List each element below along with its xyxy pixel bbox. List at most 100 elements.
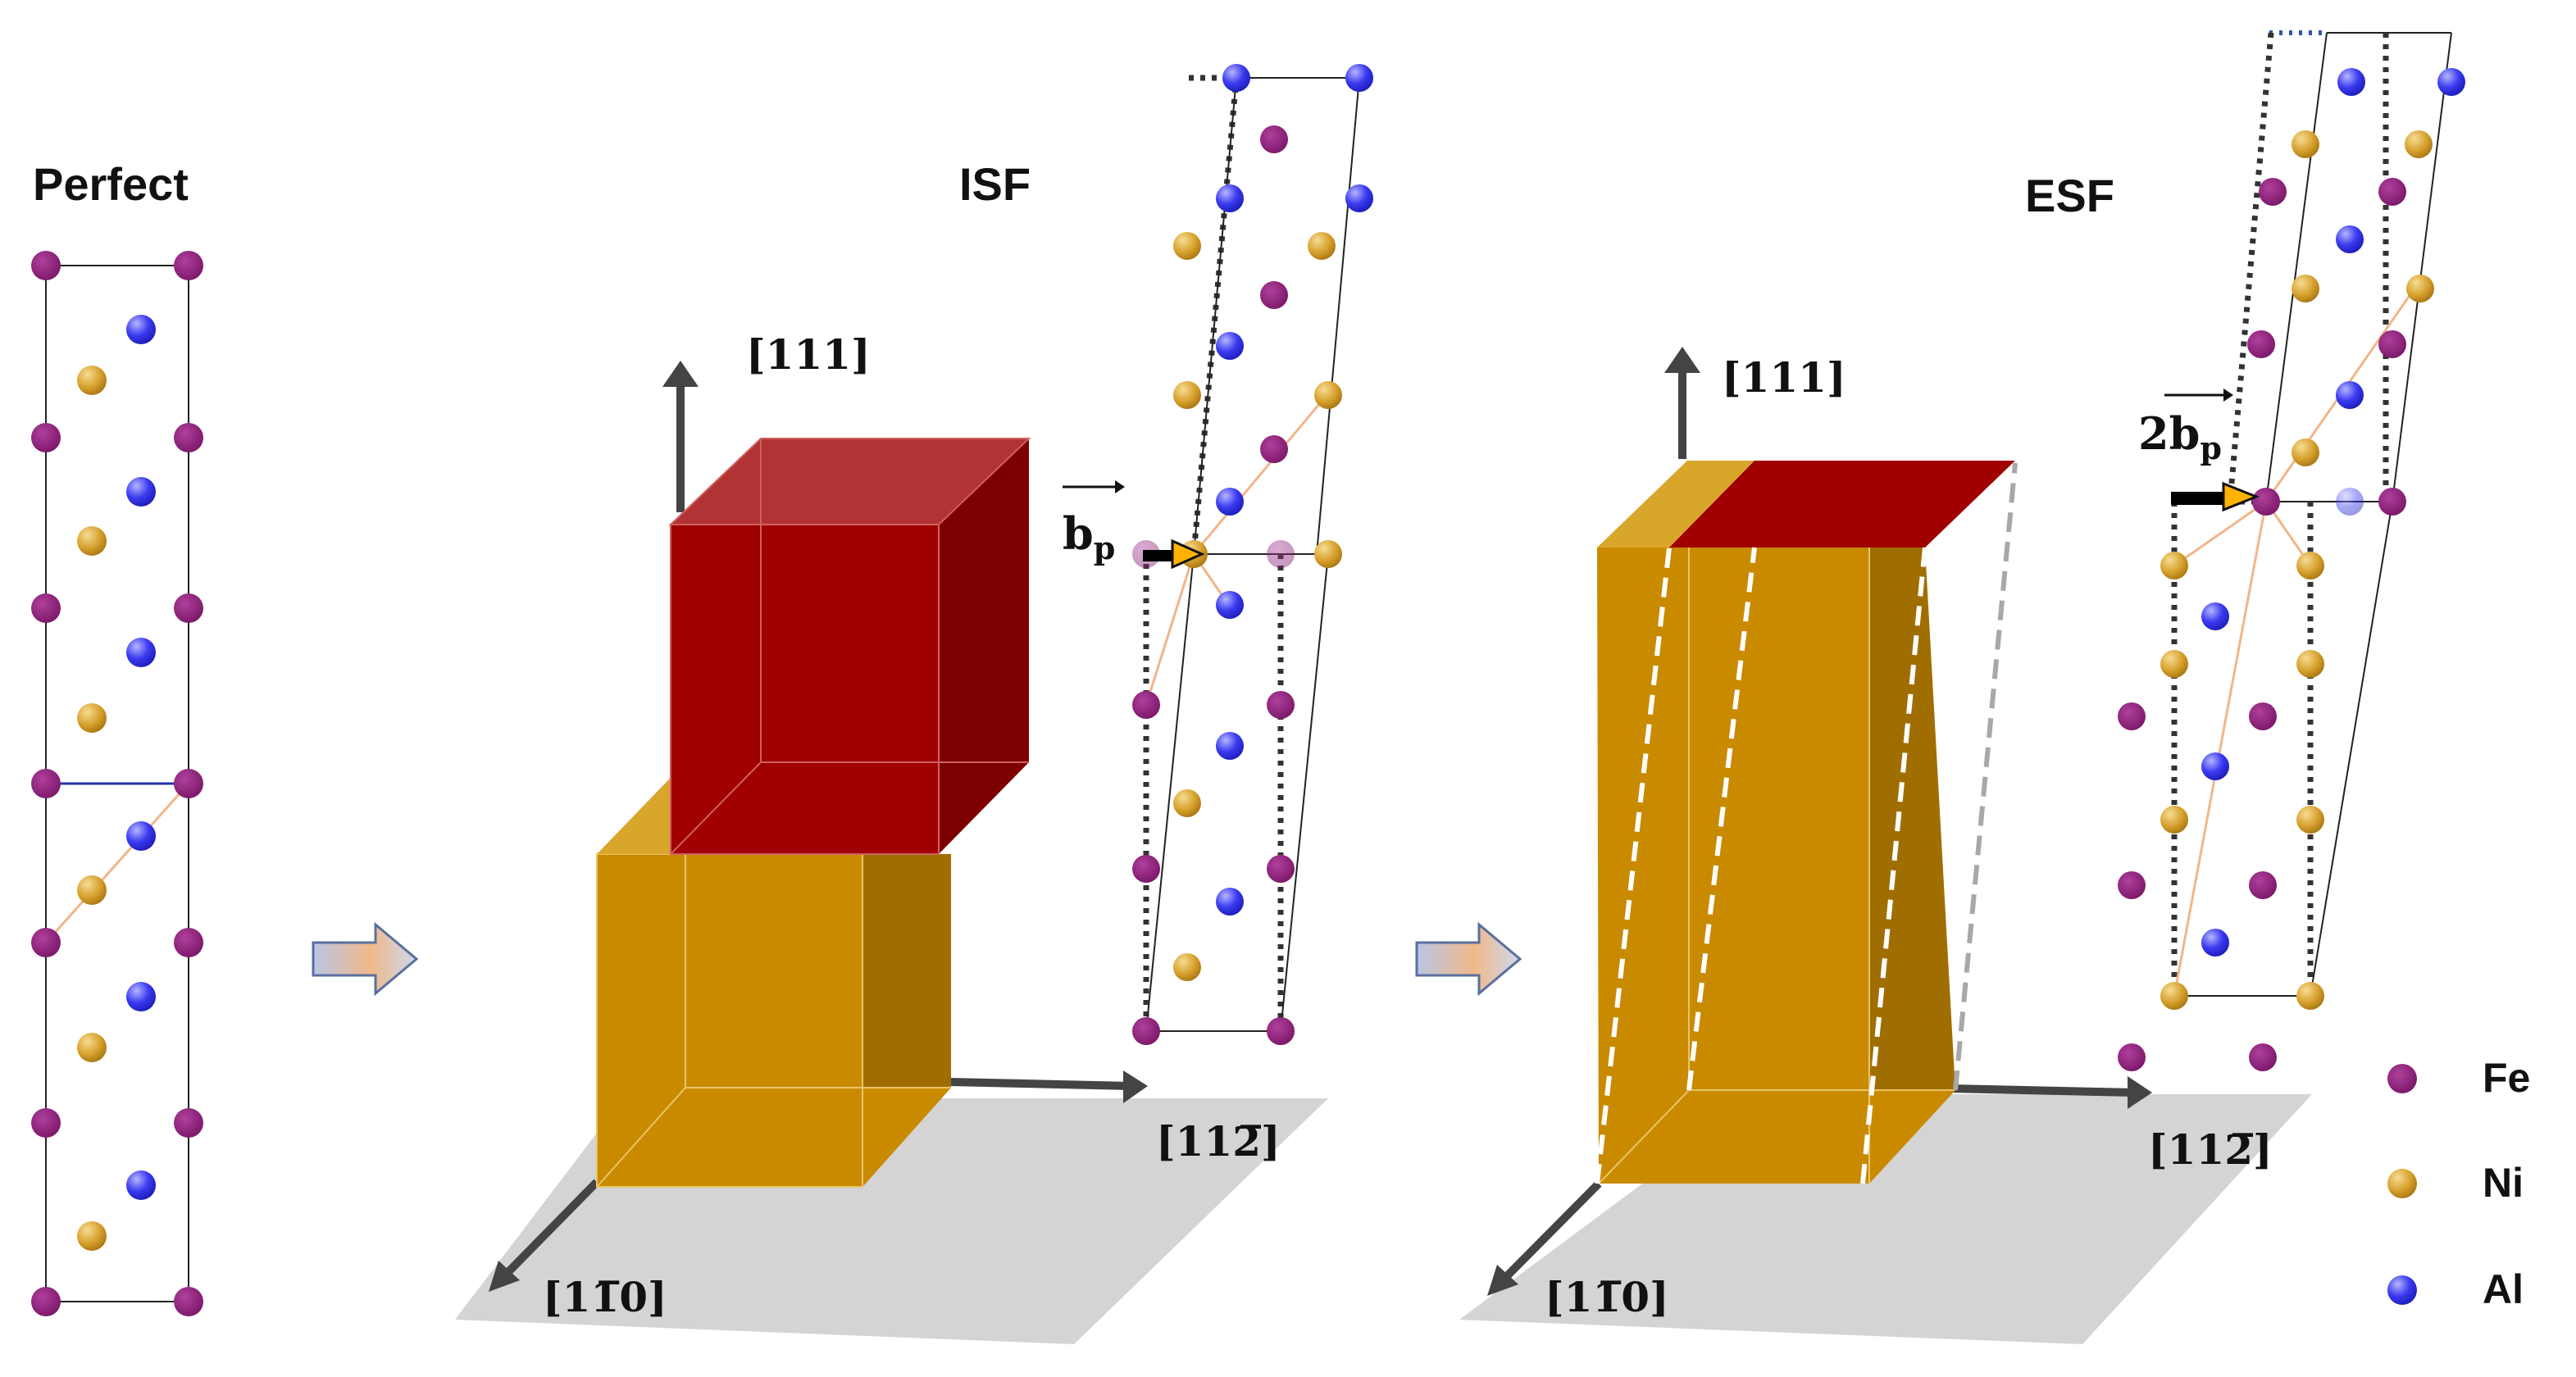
isf-burgers-label: bp	[1063, 480, 1125, 566]
isf-title: ISF	[959, 158, 1031, 210]
atom-fe	[2249, 702, 2277, 730]
atom-al	[2201, 929, 2229, 957]
atom-al	[1345, 184, 1373, 212]
atom-ni	[2160, 650, 2188, 678]
atom-al	[1222, 64, 1250, 92]
atom-al	[2336, 488, 2364, 516]
atom-fe	[174, 1287, 203, 1316]
esf-atoms	[2118, 68, 2465, 1071]
atom-ni	[1173, 232, 1201, 260]
esf-structure	[2118, 30, 2465, 1071]
atom-ni	[1314, 381, 1342, 409]
atom-al	[126, 315, 156, 344]
isf-axis-z-label: [111]	[746, 330, 871, 379]
atom-fe	[174, 593, 203, 623]
atom-fe	[1260, 281, 1288, 309]
atom-fe	[31, 1287, 61, 1316]
atom-al	[1216, 332, 1244, 360]
esf-axis-z-label: [111]	[1722, 353, 1846, 402]
atom-fe	[1260, 125, 1288, 153]
esf-axis-x-label: [112̅]	[2148, 1125, 2273, 1174]
esf-burgers-label: 2bp	[2138, 389, 2233, 466]
legend-fe-marker	[2387, 1064, 2417, 1093]
atom-ni	[1314, 540, 1342, 568]
esf-title: ESF	[2025, 170, 2114, 221]
atom-al	[1216, 732, 1244, 760]
perfect-title: Perfect	[33, 158, 189, 210]
atom-ni	[2296, 650, 2324, 678]
atom-ni	[77, 1221, 107, 1251]
atom-fe	[2378, 488, 2406, 516]
legend-fe-label: Fe	[2483, 1055, 2530, 1101]
legend-al-marker	[2387, 1275, 2417, 1305]
atom-al	[1216, 888, 1244, 916]
isf-axis-x-label: [112̅]	[1156, 1117, 1281, 1166]
legend: Fe Ni Al	[2387, 1055, 2530, 1312]
legend-ni-label: Ni	[2483, 1160, 2524, 1206]
atom-fe	[2259, 178, 2287, 206]
atom-fe	[1267, 855, 1295, 883]
atom-ni	[77, 1033, 107, 1062]
atom-fe	[1267, 540, 1295, 568]
atom-al	[2437, 68, 2465, 96]
atom-fe	[2247, 330, 2275, 358]
atom-fe	[31, 251, 61, 280]
atom-ni	[2160, 552, 2188, 579]
atom-al	[126, 982, 156, 1011]
esf-floor	[1459, 1094, 2312, 1344]
atom-fe	[2252, 488, 2280, 516]
atom-fe	[31, 769, 61, 798]
isf-atoms	[1132, 64, 1373, 1045]
atom-fe	[174, 928, 203, 957]
atom-ni	[2292, 130, 2319, 158]
atom-ni	[77, 703, 107, 733]
atom-fe	[31, 1108, 61, 1138]
atom-fe	[1260, 435, 1288, 463]
atom-fe	[1132, 855, 1160, 883]
atom-fe	[1132, 691, 1160, 719]
perfect-structure	[31, 251, 203, 1316]
atom-ni	[2296, 982, 2324, 1010]
atom-ni	[2292, 275, 2319, 302]
atom-ni	[1173, 953, 1201, 981]
atom-fe	[1267, 691, 1295, 719]
atom-ni	[2292, 439, 2319, 466]
atom-al	[126, 821, 156, 851]
atom-fe	[1267, 1017, 1295, 1045]
atom-fe	[174, 423, 203, 452]
atom-ni	[77, 526, 107, 556]
esf-block-diagram: [111] [112̅] [11̅0]	[1459, 347, 2312, 1344]
atom-al	[126, 477, 156, 507]
atom-al	[1345, 64, 1373, 92]
atom-fe	[174, 1108, 203, 1138]
atom-al	[2337, 68, 2365, 96]
atom-ni	[2160, 982, 2188, 1010]
legend-ni-marker	[2387, 1169, 2417, 1198]
atom-fe	[174, 769, 203, 798]
atom-al	[2336, 381, 2364, 409]
atom-ni	[1308, 232, 1336, 260]
atom-ni	[2296, 806, 2324, 834]
process-arrow-2	[1415, 921, 1522, 997]
atom-fe	[2378, 330, 2406, 358]
perfect-atoms	[31, 251, 203, 1316]
atom-ni	[1173, 381, 1201, 409]
process-arrow-1	[312, 921, 419, 997]
atom-al	[2201, 752, 2229, 780]
atom-ni	[1173, 789, 1201, 817]
atom-al	[126, 638, 156, 667]
atom-fe	[31, 928, 61, 957]
atom-al	[1216, 591, 1244, 619]
atom-al	[1216, 184, 1244, 212]
atom-ni	[77, 875, 107, 905]
atom-fe	[1132, 1017, 1160, 1045]
atom-ni	[2406, 275, 2434, 302]
isf-structure	[1132, 64, 1373, 1045]
esf-axis-y-label: [11̅0]	[1545, 1273, 1669, 1321]
atom-fe	[31, 593, 61, 623]
atom-fe	[174, 251, 203, 280]
isf-axis-y-label: [11̅0]	[543, 1273, 667, 1321]
atom-fe	[2378, 178, 2406, 206]
atom-al	[2336, 225, 2364, 253]
